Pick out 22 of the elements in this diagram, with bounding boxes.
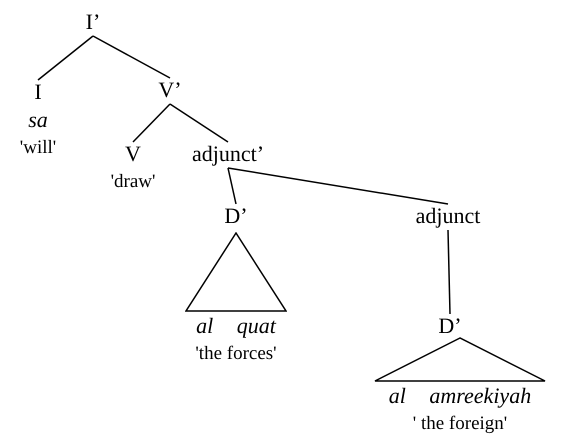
word-label: sa bbox=[28, 106, 48, 134]
node-label: I bbox=[34, 78, 42, 106]
tree-branch bbox=[228, 167, 448, 205]
gloss-label: 'will' bbox=[20, 136, 56, 160]
gloss-label: 'draw' bbox=[110, 170, 156, 194]
word-label: al amreekiyah bbox=[388, 382, 532, 410]
tree-branch bbox=[227, 168, 237, 204]
tree-branch bbox=[132, 103, 171, 143]
node-label: V’ bbox=[158, 76, 182, 104]
node-label: V bbox=[125, 140, 141, 168]
node-label: D’ bbox=[438, 312, 462, 340]
tree-branch bbox=[170, 103, 228, 143]
node-label: adjunct’ bbox=[192, 140, 264, 168]
tree-branch bbox=[38, 35, 94, 81]
word-label: al quat bbox=[196, 312, 276, 340]
tree-branch bbox=[447, 230, 451, 314]
node-label: adjunct bbox=[416, 202, 480, 230]
node-label: D’ bbox=[224, 202, 248, 230]
node-label: I’ bbox=[86, 8, 100, 36]
gloss-label: ' the foreign' bbox=[412, 412, 508, 436]
gloss-label: 'the forces' bbox=[195, 342, 277, 366]
tree-branch bbox=[92, 35, 170, 79]
